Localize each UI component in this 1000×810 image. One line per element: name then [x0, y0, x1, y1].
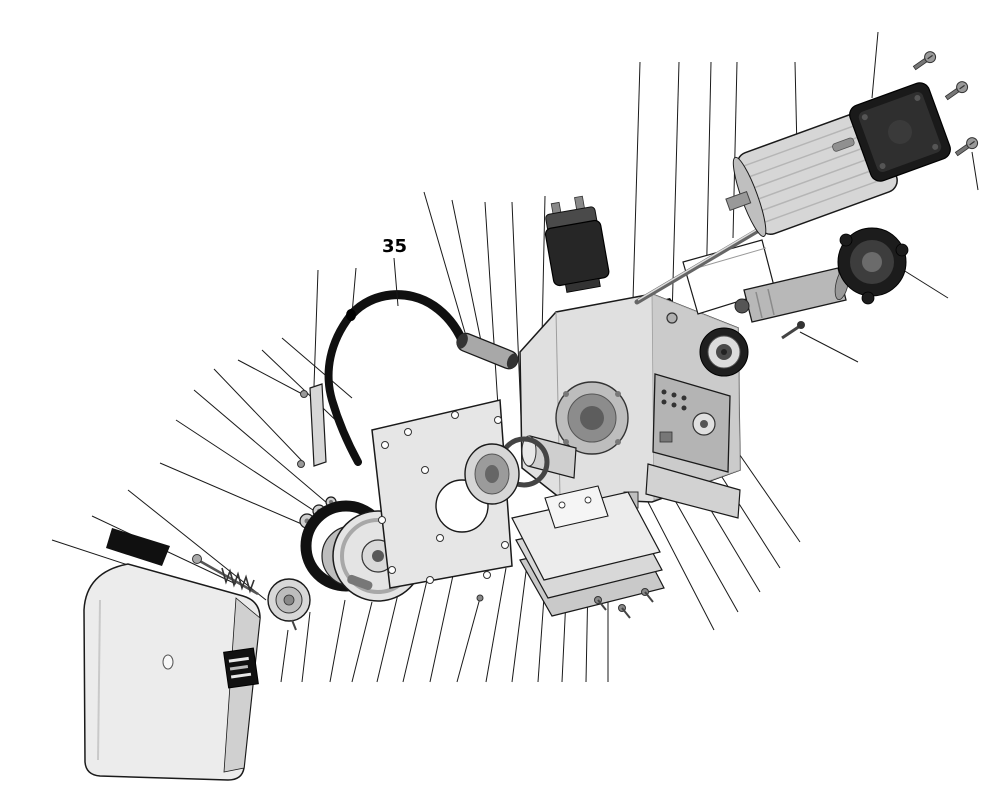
ignition-transformer [544, 195, 610, 293]
motor-body [725, 109, 898, 237]
ball-bearing [699, 327, 749, 377]
mounting-screws [912, 51, 979, 157]
base-slab [645, 463, 741, 519]
small-screws [476, 588, 654, 619]
control-box [652, 373, 731, 473]
shaft-with-spring [192, 554, 259, 596]
nut [666, 312, 678, 324]
callout-35-label: 35 [382, 236, 407, 257]
coupling-hub [267, 578, 311, 631]
mounting-plate [371, 399, 513, 589]
blast-tube-cone [464, 443, 520, 505]
bolt [781, 321, 805, 340]
callout-35: 35 [382, 236, 407, 307]
leader-lines [51, 31, 979, 683]
air-inlet-strip [106, 528, 170, 566]
drive-shaft-rod [634, 228, 760, 305]
main-housing [519, 293, 741, 519]
connector-tube [456, 332, 519, 370]
burner-cover [83, 528, 261, 781]
motor-coupling [837, 227, 909, 305]
motor-end-cap [849, 82, 951, 182]
cover-badge [223, 647, 259, 689]
damper-plates [511, 485, 665, 617]
gasket-plate [544, 485, 609, 529]
cover-hole [162, 654, 174, 670]
hinge-bracket [297, 383, 327, 468]
